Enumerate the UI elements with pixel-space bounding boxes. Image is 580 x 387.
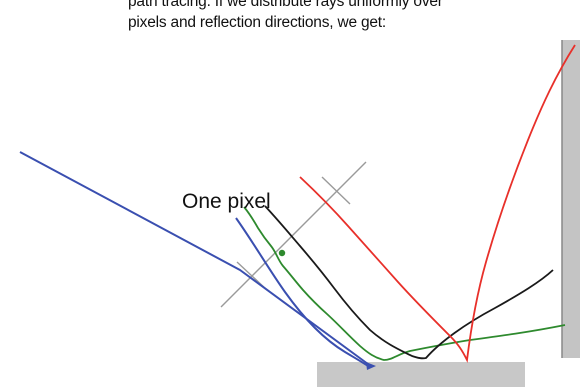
black-ray — [264, 205, 554, 360]
pixel-tick-upper — [321, 176, 351, 205]
caption-line-2: pixels and reflection directions, we get… — [128, 14, 387, 31]
red-ray — [299, 44, 576, 364]
right-wall — [562, 40, 580, 358]
green-ray — [243, 206, 566, 361]
blue-ray-long — [19, 151, 373, 368]
pixel-plane-line — [220, 161, 367, 308]
pixel-cross — [220, 161, 367, 308]
blue-ray-short — [235, 217, 369, 367]
caption-line-1: path tracing. If we distribute rays unif… — [128, 0, 443, 10]
bottom-surface — [317, 362, 525, 387]
pixel-center-dot — [278, 249, 286, 257]
caption-text: path tracing. If we distribute rays unif… — [128, 0, 568, 33]
pixel-label: One pixel — [182, 190, 271, 213]
blue-ray-arrowhead — [366, 362, 376, 370]
